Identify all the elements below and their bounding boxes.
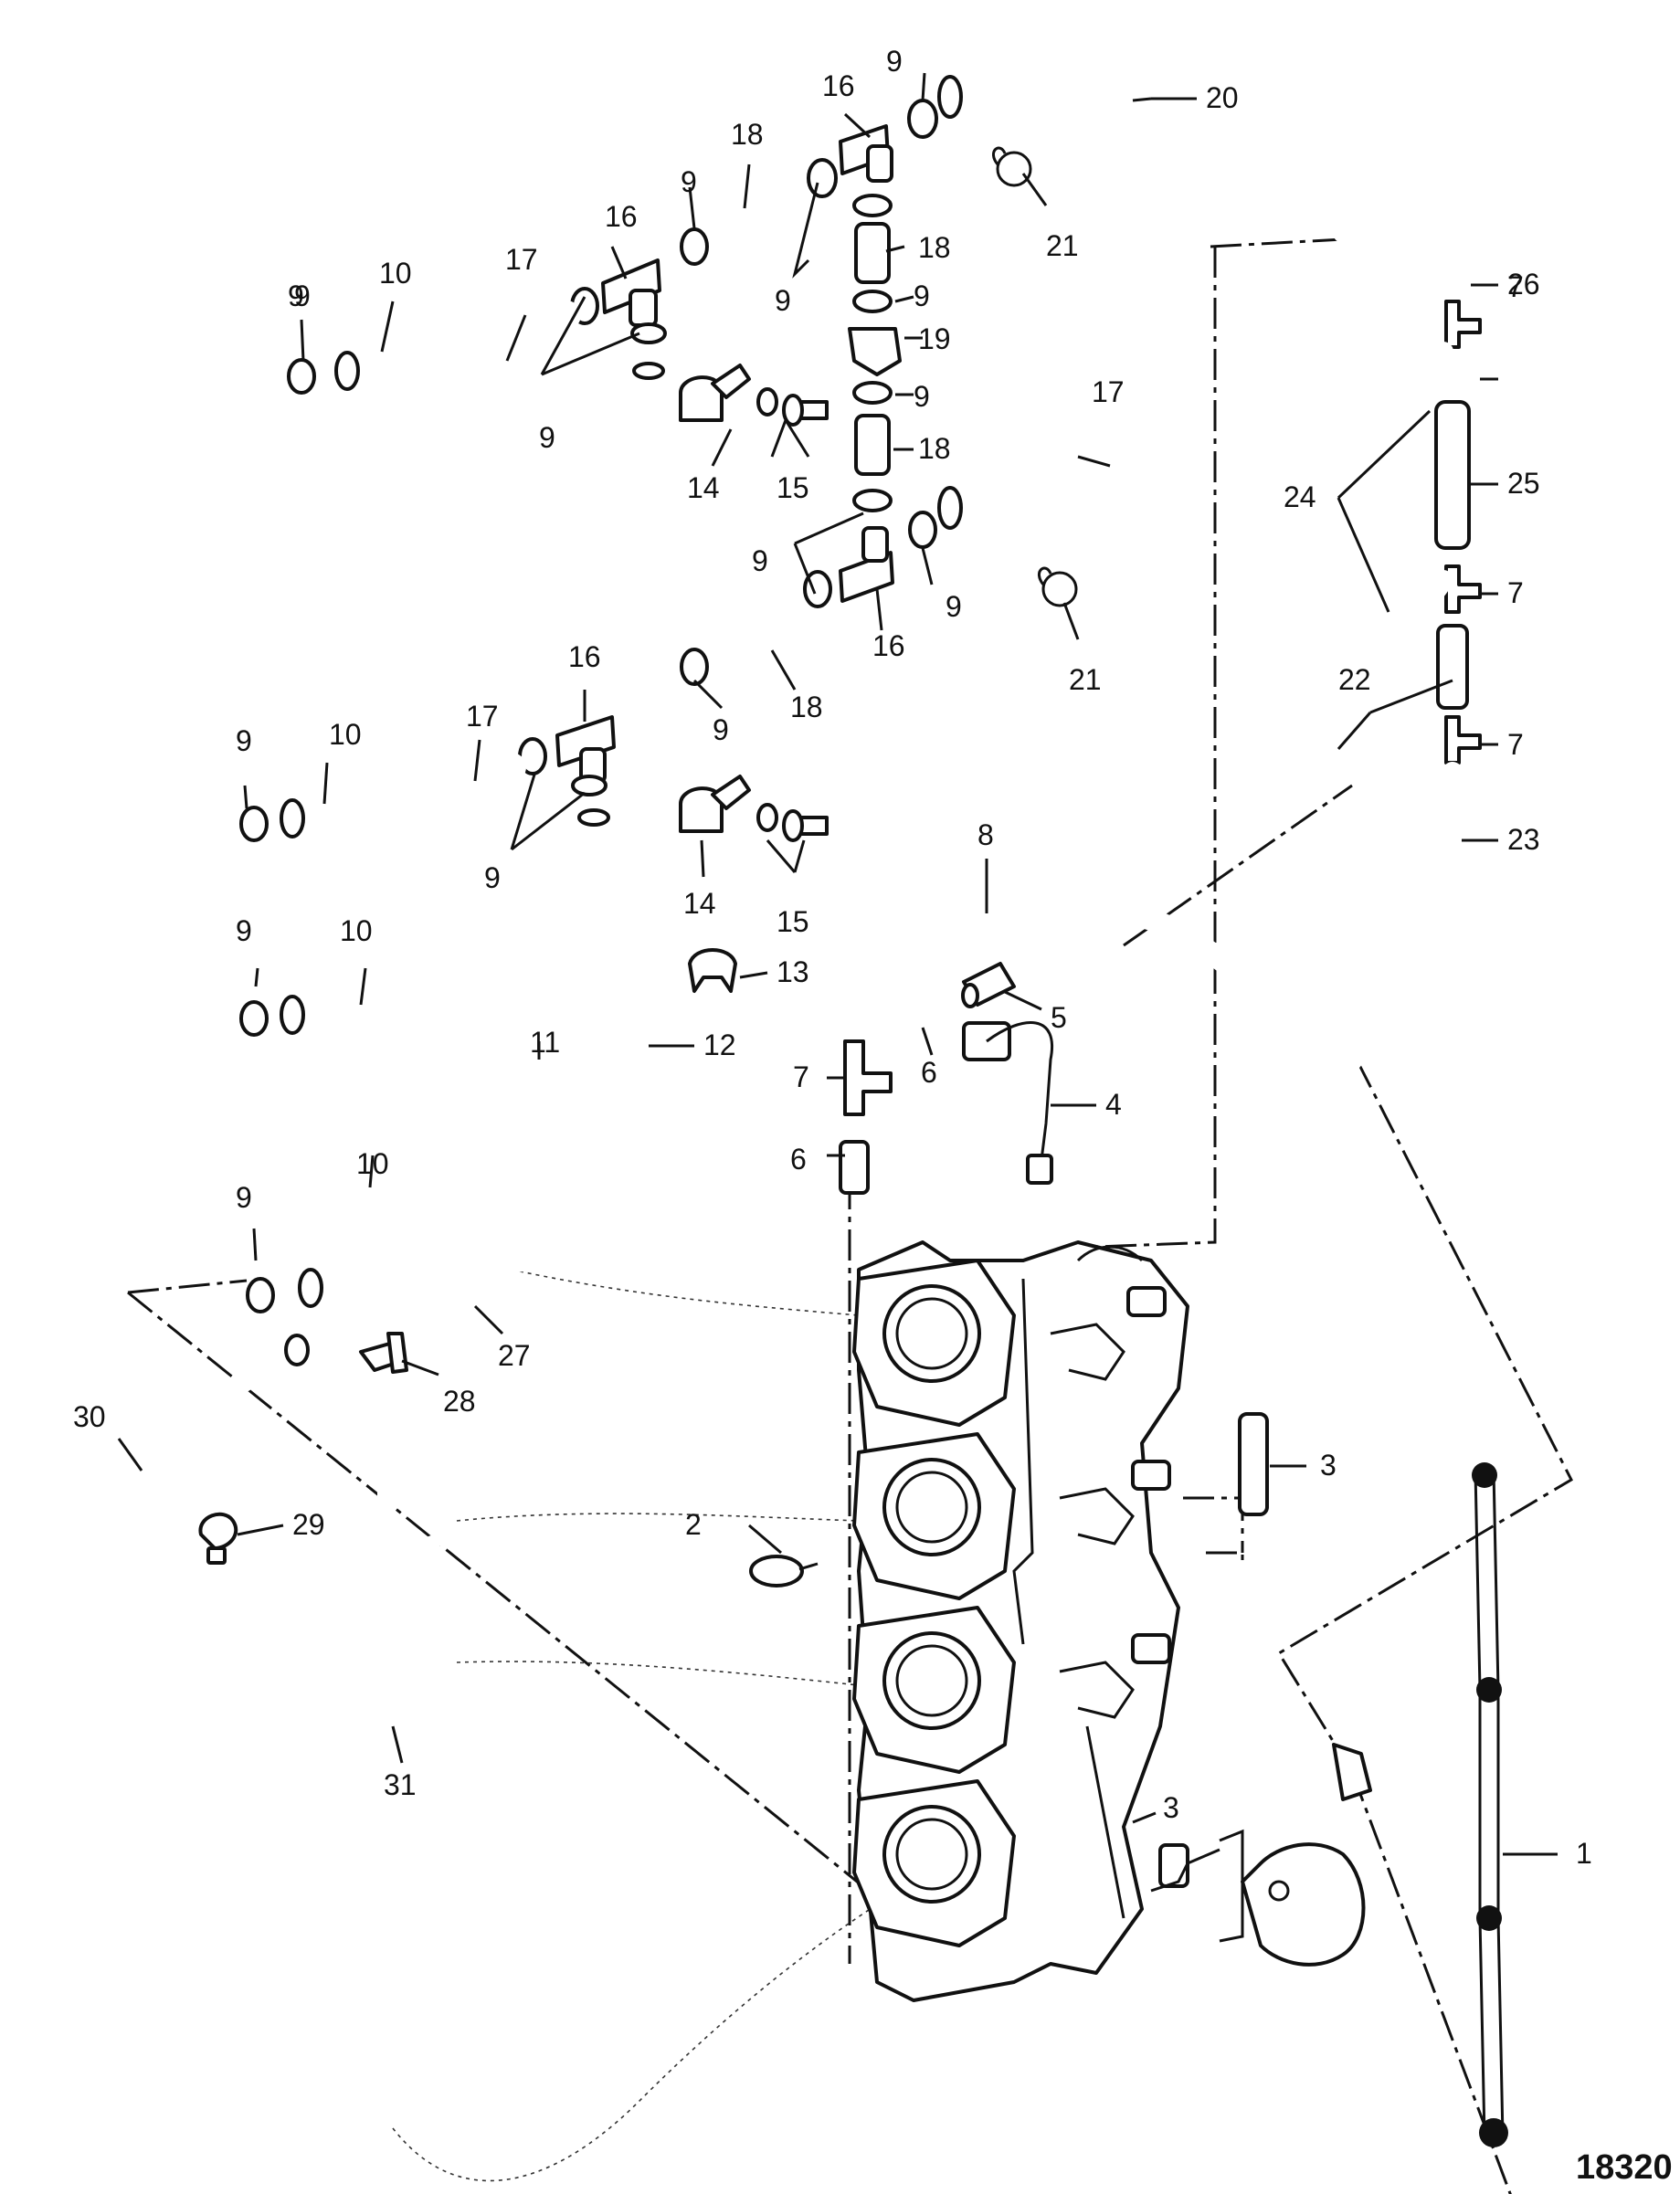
callout-10-b: 10 bbox=[329, 718, 362, 751]
vertical-stack bbox=[848, 194, 902, 512]
callout-3-lower: 3 bbox=[1163, 1791, 1179, 1824]
callout-16-b: 16 bbox=[605, 200, 638, 233]
callout-17-b: 17 bbox=[1092, 375, 1125, 408]
callout-17-c: 17 bbox=[466, 700, 499, 733]
carburetor-assembly bbox=[852, 1240, 1189, 2002]
callout-21-b: 21 bbox=[1069, 663, 1102, 696]
callout-3-upper: 3 bbox=[1320, 1449, 1337, 1482]
callout-25: 25 bbox=[1507, 467, 1540, 500]
callout-9-f: 9 bbox=[914, 280, 930, 312]
pump-device bbox=[1150, 1743, 1372, 1967]
clamp-14-bolt-15-b bbox=[679, 775, 829, 842]
tube-12 bbox=[246, 358, 665, 1313]
callout-9-o: 9 bbox=[288, 280, 304, 312]
callout-7-main: 7 bbox=[793, 1060, 809, 1093]
callout-9-i: 9 bbox=[946, 590, 962, 623]
callout-10-c: 10 bbox=[340, 914, 373, 947]
callout-18-a: 18 bbox=[731, 118, 764, 151]
callout-19: 19 bbox=[918, 322, 951, 355]
callout-18-b: 18 bbox=[918, 231, 951, 264]
callout-10-a: 10 bbox=[379, 257, 412, 290]
callout-12: 12 bbox=[703, 1028, 736, 1061]
callout-30: 30 bbox=[73, 1400, 106, 1433]
callout-17-a: 17 bbox=[505, 243, 538, 276]
callout-6-upper: 6 bbox=[921, 1056, 937, 1089]
callout-20: 20 bbox=[1206, 81, 1239, 114]
callout-15-a: 15 bbox=[777, 471, 809, 504]
lower-left-parts bbox=[104, 1276, 505, 2102]
callout-14-a: 14 bbox=[687, 471, 720, 504]
callout-10-d: 10 bbox=[356, 1147, 389, 1180]
callout-9-g: 9 bbox=[914, 380, 930, 413]
callout-15-b: 15 bbox=[777, 905, 809, 938]
callout-9-h: 9 bbox=[752, 544, 768, 577]
clip-13 bbox=[688, 948, 737, 993]
callout-7-right-b: 7 bbox=[1507, 576, 1524, 609]
callout-leaders bbox=[117, 72, 1558, 1856]
figure-number: 18320 bbox=[1576, 2148, 1673, 2187]
callout-9-b: 9 bbox=[539, 421, 555, 454]
fuel-components bbox=[839, 962, 1053, 1195]
tube-3 bbox=[1238, 1412, 1269, 1516]
callout-9-e: 9 bbox=[775, 284, 791, 317]
callout-1: 1 bbox=[1576, 1837, 1592, 1870]
callout-23: 23 bbox=[1507, 823, 1540, 856]
hose-10-17-row2 bbox=[239, 753, 526, 842]
callout-31: 31 bbox=[384, 1768, 417, 1801]
callout-9-m: 9 bbox=[236, 914, 252, 947]
callout-27: 27 bbox=[498, 1339, 531, 1372]
callout-14-b: 14 bbox=[683, 887, 716, 920]
callout-7-right-c: 7 bbox=[1507, 728, 1524, 761]
callout-9-d: 9 bbox=[886, 45, 903, 78]
callout-6-lower: 6 bbox=[790, 1143, 807, 1176]
clip-21 bbox=[991, 146, 1078, 607]
callout-5: 5 bbox=[1051, 1001, 1067, 1034]
callout-9-c: 9 bbox=[681, 165, 697, 198]
callout-28: 28 bbox=[443, 1385, 476, 1418]
callout-9-n: 9 bbox=[236, 1181, 252, 1214]
hose-20 bbox=[933, 26, 1175, 191]
callout-21-a: 21 bbox=[1046, 229, 1079, 262]
callout-7-right-a: 7 bbox=[1507, 270, 1524, 303]
hose-8 bbox=[839, 901, 1363, 1071]
callout-26: 26 bbox=[1507, 268, 1540, 301]
callout-16-a: 16 bbox=[822, 69, 855, 102]
callout-16-c: 16 bbox=[872, 629, 905, 662]
callout-9-l: 9 bbox=[484, 861, 501, 894]
linkage-rod-1 bbox=[1472, 1462, 1508, 2147]
dotted-guides bbox=[392, 1269, 914, 2182]
hose-10-17-row1 bbox=[287, 301, 581, 395]
callout-18-d: 18 bbox=[790, 691, 823, 723]
callout-29: 29 bbox=[292, 1508, 325, 1541]
callout-9-k: 9 bbox=[236, 724, 252, 757]
callout-4: 4 bbox=[1105, 1088, 1122, 1121]
hose-17-loop bbox=[933, 449, 1194, 602]
callout-18-c: 18 bbox=[918, 432, 951, 465]
callout-16-d: 16 bbox=[568, 640, 601, 673]
middle-fittings bbox=[518, 511, 937, 796]
callout-labels: 1 2 3 3 4 5 6 6 7 7 7 7 8 9 9 9 9 9 9 9 … bbox=[73, 45, 1673, 2187]
callout-22: 22 bbox=[1338, 663, 1371, 696]
callout-9-j: 9 bbox=[713, 713, 729, 746]
phantom-lines bbox=[127, 237, 1573, 2194]
clamp-14-bolt-15-a bbox=[679, 364, 829, 427]
callout-8: 8 bbox=[977, 818, 994, 851]
callout-2: 2 bbox=[685, 1508, 702, 1541]
callout-9-a: 9 bbox=[294, 280, 311, 312]
callout-11: 11 bbox=[530, 1026, 560, 1059]
callout-24: 24 bbox=[1284, 480, 1316, 513]
clamp-2 bbox=[749, 1555, 819, 1587]
callout-13: 13 bbox=[777, 955, 809, 988]
upper-fittings bbox=[570, 99, 938, 344]
right-column bbox=[1324, 218, 1482, 891]
hose-10-11-row3 bbox=[239, 808, 610, 1037]
